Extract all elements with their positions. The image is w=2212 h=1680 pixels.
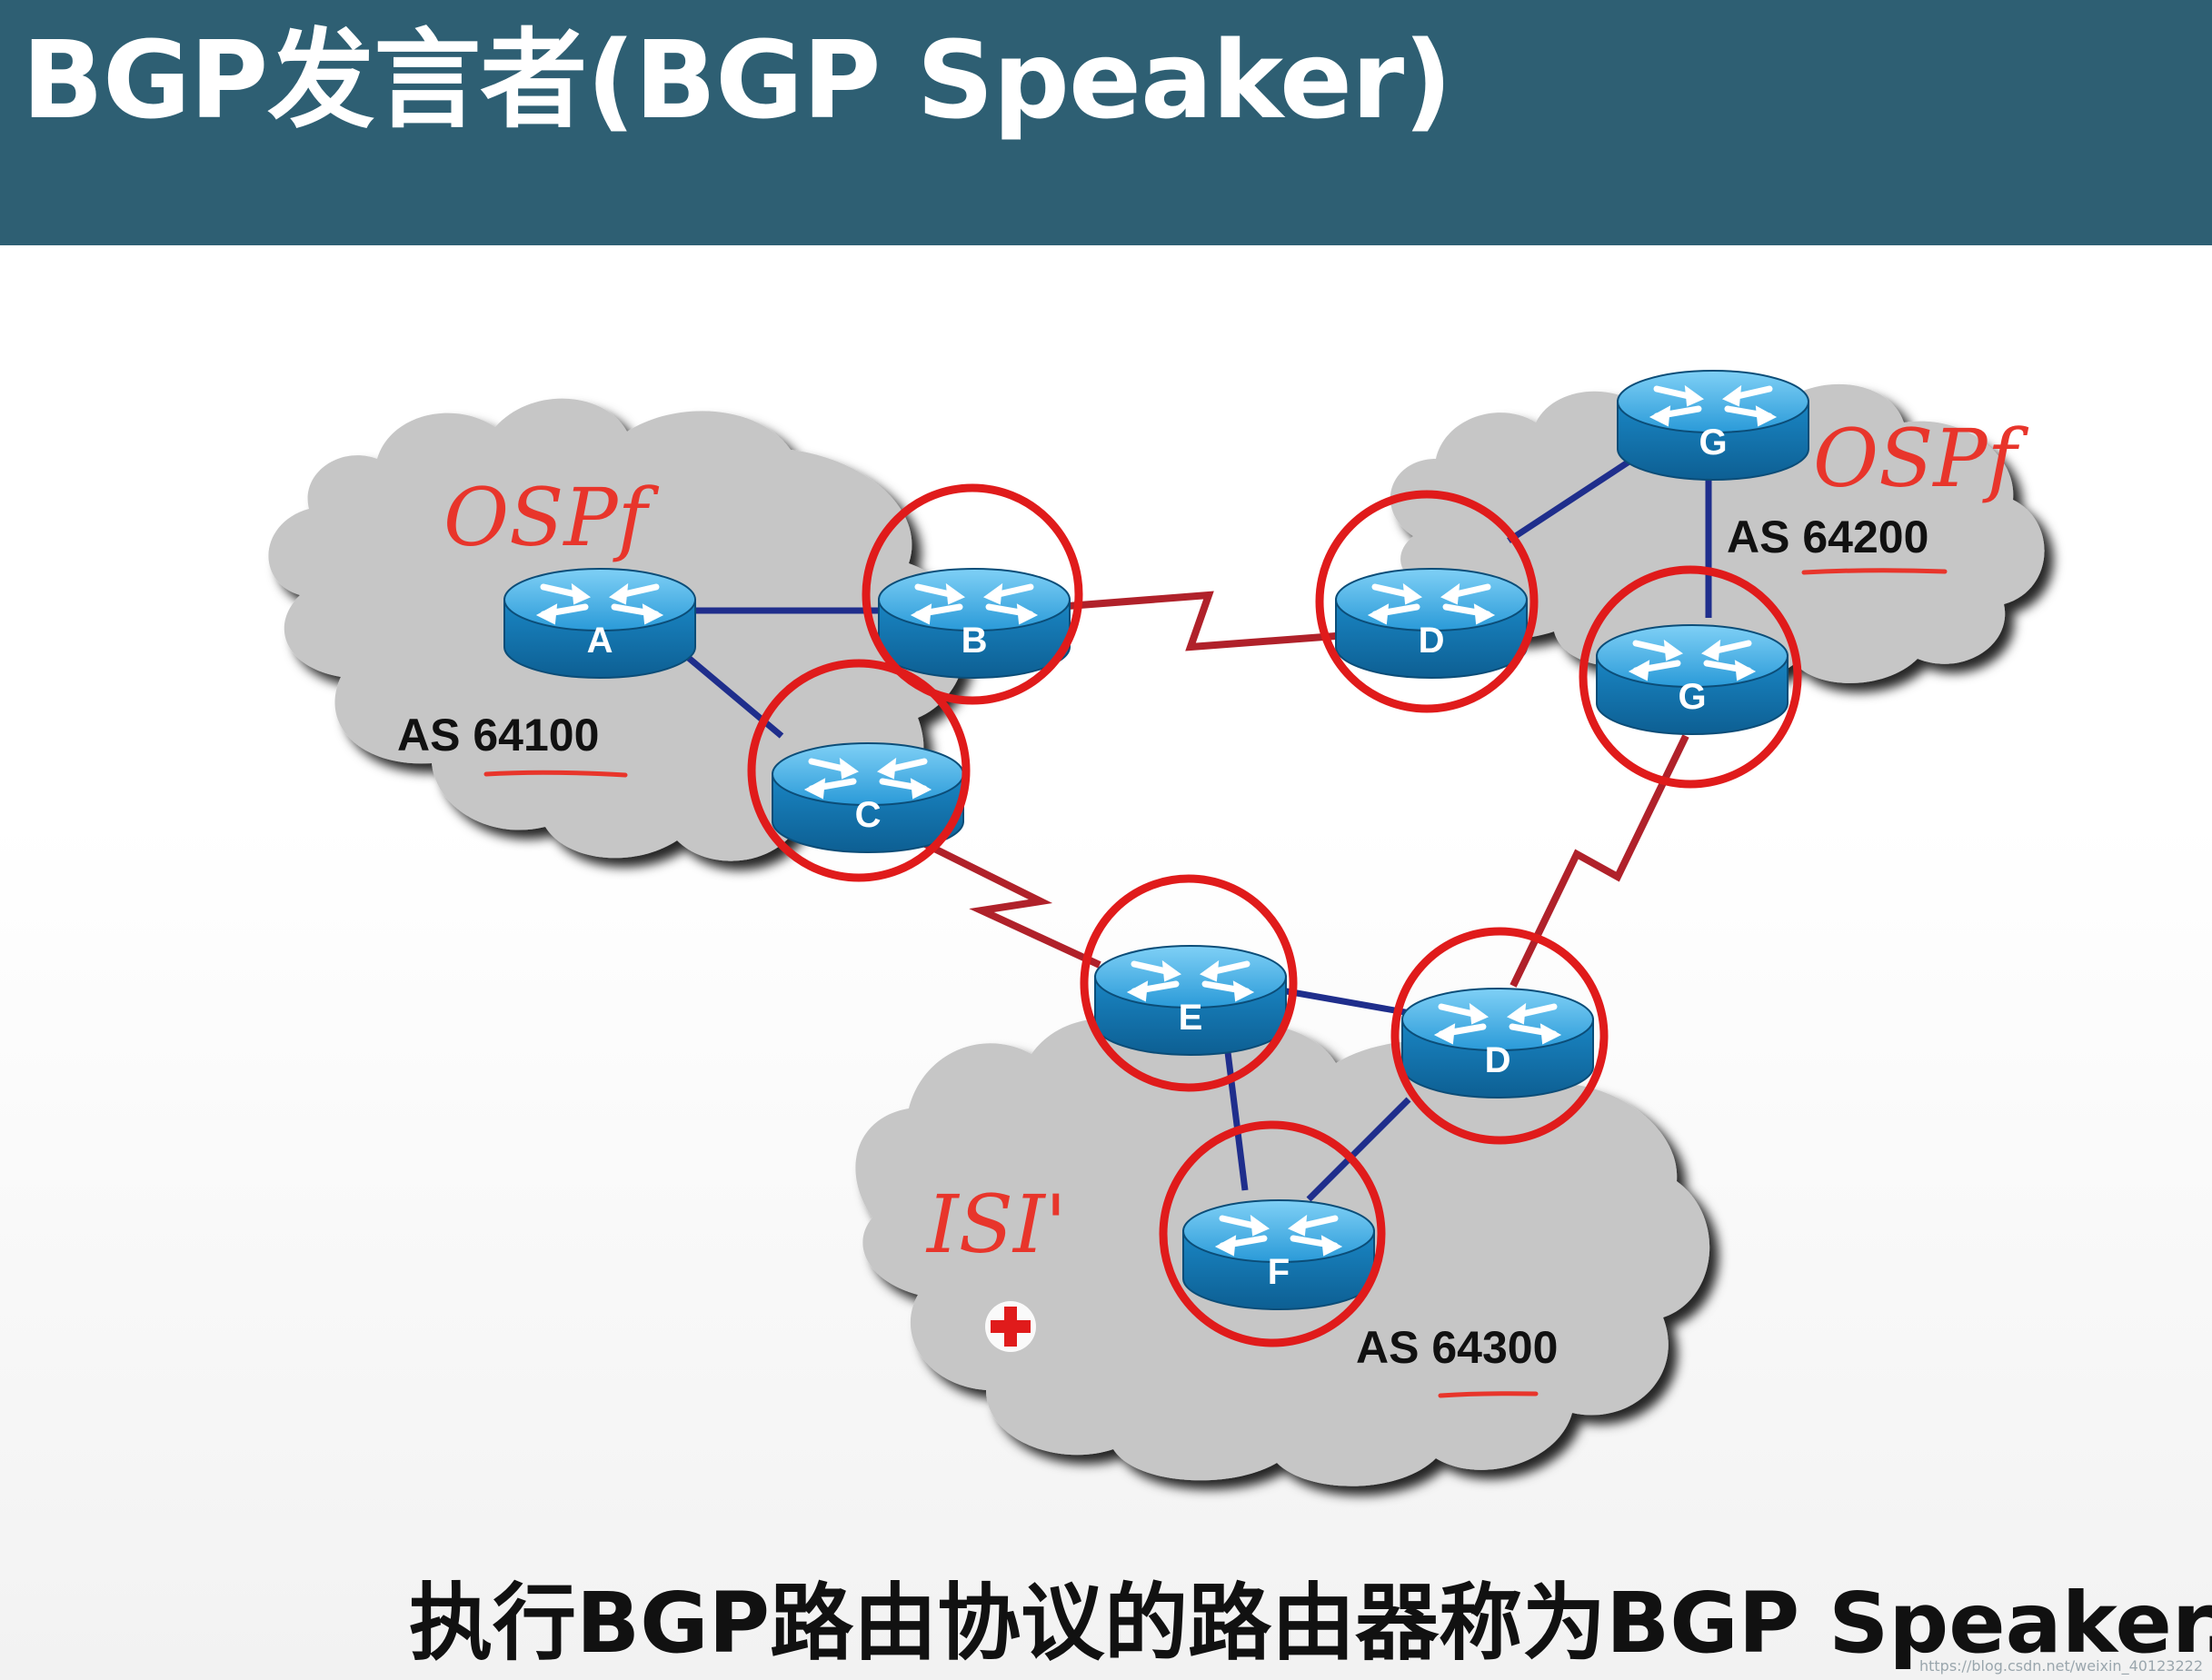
speaker-circle-e <box>1080 874 1298 1092</box>
handwritten-isis-as64300: ISI' <box>925 1178 1067 1271</box>
link-c-e <box>898 828 1101 969</box>
slide-caption: 执行BGP路由协议的路由器称为BGP Speaker. <box>409 1575 2212 1672</box>
router-g-top: G <box>1618 371 1808 480</box>
handwritten-ospf-as64200: OSPf <box>1813 412 2029 505</box>
router-d-as64200-label: D <box>1419 621 1445 661</box>
watermark: https://blog.csdn.net/weixin_40123222 <box>1918 1657 2203 1675</box>
speaker-circle-d-as64200 <box>1315 490 1539 713</box>
router-d-as64300: D <box>1402 989 1593 1098</box>
router-f-label: F <box>1268 1252 1290 1292</box>
speaker-circle-f <box>1159 1120 1386 1347</box>
external-links <box>898 591 1689 988</box>
router-a: A <box>504 569 695 678</box>
router-c-label: C <box>855 795 882 835</box>
as-64200-cloud <box>1390 374 2045 683</box>
router-e: E <box>1095 946 1286 1055</box>
speaker-circle-b <box>862 483 1083 705</box>
router-b-label: B <box>962 621 988 661</box>
handwritten-ospf-as64100: OSPf <box>443 471 660 564</box>
link-e-f <box>1223 1044 1249 1191</box>
speaker-circle-d-as64300 <box>1390 927 1609 1145</box>
router-g-speaker-label: G <box>1678 677 1706 717</box>
router-g-top-label: G <box>1699 422 1727 462</box>
link-d2-f <box>1306 1097 1411 1202</box>
pointer-marker <box>985 1301 1036 1352</box>
router-g-speaker: G <box>1597 625 1788 734</box>
router-d-as64200: D <box>1336 569 1527 678</box>
router-a-label: A <box>587 621 613 661</box>
slide-title: BGP发言者(BGP Speaker) <box>22 17 1452 143</box>
speaker-circle-g <box>1579 565 1802 789</box>
router-e-label: E <box>1179 998 1203 1038</box>
handwritten-underlines <box>483 568 1948 1398</box>
router-b: B <box>879 569 1070 678</box>
link-g2-d2 <box>1510 734 1689 988</box>
router-f: F <box>1183 1200 1374 1309</box>
link-b-d1 <box>1067 591 1337 651</box>
as-64200-label: AS 64200 <box>1727 512 1928 562</box>
speaker-circle-c <box>747 659 971 882</box>
title-bar: BGP发言者(BGP Speaker) <box>0 0 2212 245</box>
as-64100-label: AS 64100 <box>397 710 599 760</box>
as-64300-label: AS 64300 <box>1356 1322 1558 1373</box>
router-c: C <box>772 743 963 852</box>
router-d-as64300-label: D <box>1485 1040 1511 1080</box>
speaker-circles <box>747 483 1802 1347</box>
